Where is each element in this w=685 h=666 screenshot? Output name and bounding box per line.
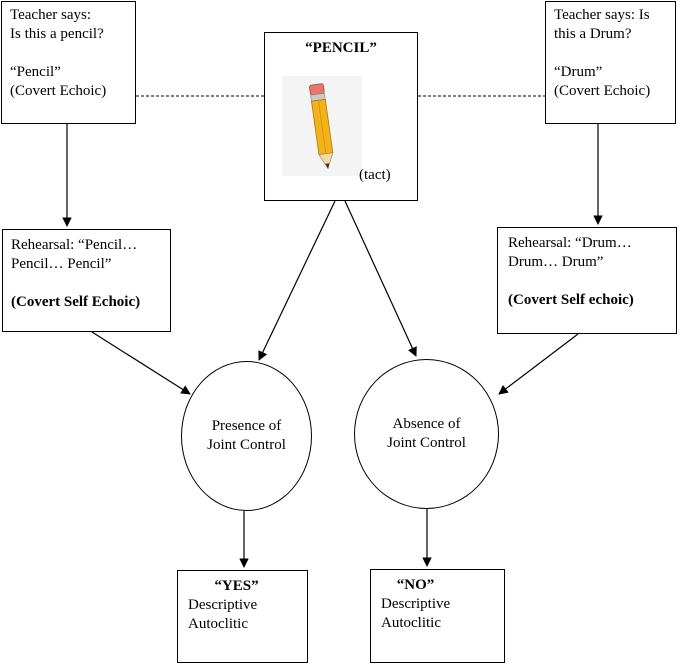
left-teacher-line2: Is this a pencil?	[10, 26, 104, 42]
no-line3: Autoclitic	[381, 615, 441, 631]
no-autoclitic-box: “NO” Descriptive Autoclitic	[370, 569, 505, 663]
arrow-rehearsal-to-absence	[498, 333, 579, 395]
right-rehearsal-line3: (Covert Self echoic)	[508, 292, 634, 308]
pencil-stimulus-box: “PENCIL” (tact)	[264, 32, 418, 201]
no-title: “NO”	[396, 577, 435, 593]
yes-line2: Descriptive	[188, 597, 258, 613]
right-teacher-line2: this a Drum?	[554, 26, 632, 42]
right-teacher-line4: (Covert Echoic)	[554, 83, 651, 99]
presence-line2: Joint Control	[207, 437, 286, 453]
pencil-icon	[309, 83, 334, 170]
left-teacher-line3: “Pencil”	[10, 64, 61, 80]
right-rehearsal-line1: Rehearsal: “Drum…	[508, 235, 632, 251]
absence-line1: Absence of	[392, 416, 461, 432]
right-rehearsal-box: Rehearsal: “Drum… Drum… Drum” (Covert Se…	[497, 227, 677, 334]
arrow-pencil-to-presence	[258, 200, 336, 361]
left-rehearsal-line2: Pencil… Pencil”	[11, 256, 112, 272]
right-rehearsal-line2: Drum… Drum”	[508, 254, 604, 270]
stimulus-title: “PENCIL”	[305, 40, 377, 56]
yes-line3: Autoclitic	[188, 616, 248, 632]
yes-title: “YES”	[214, 578, 259, 594]
left-teacher-line4: (Covert Echoic)	[10, 83, 107, 99]
left-rehearsal-line1: Rehearsal: “Pencil…	[11, 237, 138, 253]
left-teacher-line1: Teacher says:	[10, 7, 91, 23]
absence-joint-control-circle: Absence of Joint Control	[354, 359, 499, 509]
stimulus-caption: (tact)	[359, 167, 391, 183]
presence-line1: Presence of	[211, 418, 282, 434]
right-teacher-line3: “Drum”	[554, 64, 603, 80]
absence-line2: Joint Control	[387, 435, 466, 451]
no-line2: Descriptive	[381, 596, 451, 612]
left-rehearsal-line3: (Covert Self Echoic)	[11, 294, 141, 310]
arrow-pencil-to-absence	[344, 200, 417, 357]
left-rehearsal-box: Rehearsal: “Pencil… Pencil… Pencil” (Cov…	[2, 229, 171, 332]
presence-joint-control-circle: Presence of Joint Control	[181, 361, 312, 511]
pencil-image	[282, 76, 362, 176]
left-teacher-box: Teacher says: Is this a pencil? “Pencil”…	[1, 1, 136, 124]
right-teacher-line1: Teacher says: Is	[554, 7, 650, 23]
right-teacher-box: Teacher says: Is this a Drum? “Drum” (Co…	[545, 1, 676, 124]
arrow-rehearsal-to-presence	[91, 331, 191, 395]
yes-autoclitic-box: “YES” Descriptive Autoclitic	[177, 570, 308, 663]
